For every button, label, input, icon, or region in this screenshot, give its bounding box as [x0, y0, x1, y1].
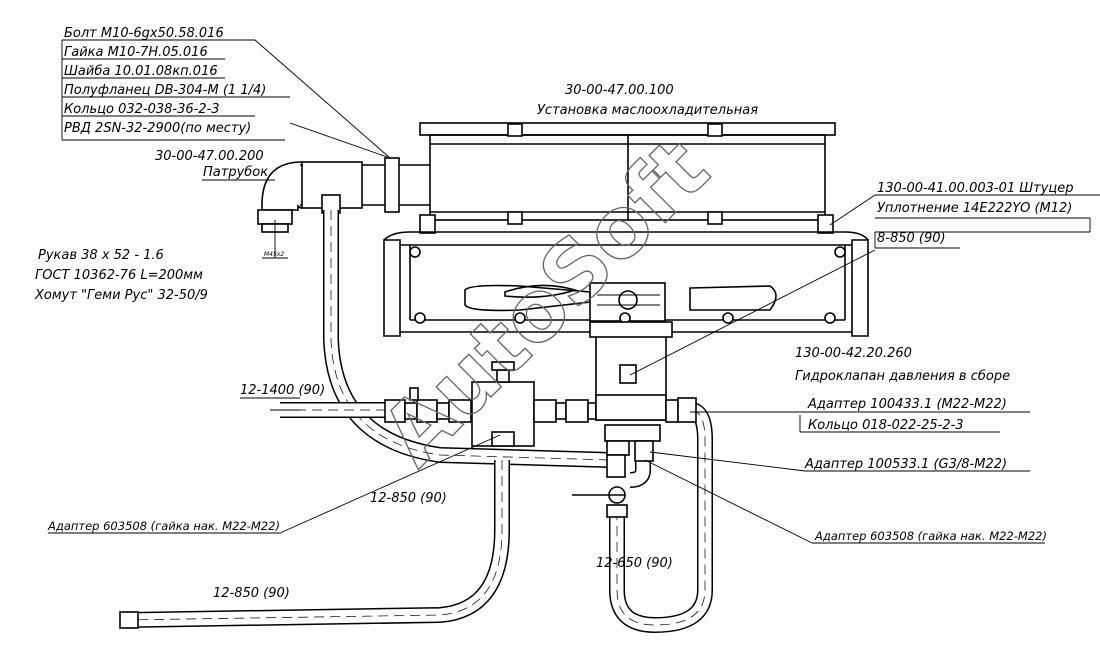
fittings-row [384, 321, 697, 518]
label-adapter-left: Адаптер 603508 (гайка нак. М22-М22) [47, 519, 280, 533]
fitting-stack: 130-00-41.00.003-01 Штуцер Уплотнение 14… [875, 181, 1091, 246]
adapter-item-ring: Кольцо 018-022-25-2-3 [808, 418, 964, 433]
callout-item-bolt: Болт М10-6gх50.58.016 [64, 26, 224, 41]
branch-name: Патрубок [203, 165, 268, 180]
fitting-item-seal: Уплотнение 14Е222YO (М12) [877, 201, 1072, 216]
oil-cooler-unit [383, 122, 869, 337]
label-hose-12-850-a: 12-850 (90) [370, 491, 447, 506]
fitting-item-hose: 8-850 (90) [877, 231, 946, 246]
valve-code: 130-00-42.20.260 [795, 346, 912, 361]
callout-item-half-flange: Полуфланец DB-304-M (1 1/4) [64, 83, 266, 98]
valve-name: Гидроклапан давления в сборе [795, 369, 1010, 384]
hose-spec-line2: ГОСТ 10362-76 L=200мм [35, 268, 203, 283]
hose-labels: 12-1400 (90) 12-850 (90) 12-850 (90) 12-… [47, 383, 1047, 601]
watermark-text: AutoSoft [363, 120, 728, 485]
label-hose-12-850-b: 12-850 (90) [213, 586, 290, 601]
hose-spec-line1: Рукав 38 х 52 - 1.6 [38, 248, 164, 263]
leader-lines [48, 39, 1100, 544]
adapter-item-100433: Адаптер 100433.1 (М22-М22) [807, 397, 1007, 412]
callout-item-hose: РВД 2SN-32-2900(по месту) [64, 121, 251, 136]
adapter-stack: Адаптер 100433.1 (М22-М22) Кольцо 018-02… [807, 397, 1007, 433]
branch-code: 30-00-47.00.200 [155, 149, 264, 164]
hose-spec: Рукав 38 х 52 - 1.6 ГОСТ 10362-76 L=200м… [34, 248, 208, 303]
branch-pipe [257, 157, 430, 259]
hose-spec-line3: Хомут "Геми Рус" 32-50/9 [34, 288, 208, 303]
label-hose-12-1400: 12-1400 (90) [240, 383, 325, 398]
cooler-code: 30-00-47.00.100 [565, 83, 674, 98]
label-adapter-right: Адаптер 603508 (гайка нак. М22-М22) [814, 529, 1047, 543]
callout-item-ring: Кольцо 032-038-36-2-3 [64, 102, 220, 117]
fitting-item-nipple: 130-00-41.00.003-01 Штуцер [877, 181, 1074, 196]
callout-item-washer: Шайба 10.01.08кп.016 [64, 64, 218, 79]
hose-lines [119, 210, 713, 634]
callout-item-nut: Гайка М10-7Н.05.016 [64, 45, 208, 60]
thread-mark: М45х2 [264, 251, 284, 258]
callout-stack-bolts: Болт М10-6gх50.58.016 Гайка М10-7Н.05.01… [62, 26, 290, 141]
label-adapter-100533: Адаптер 100533.1 (G3/8-М22) [804, 457, 1007, 472]
label-hose-12-650: 12-650 (90) [596, 556, 673, 571]
assembly-labels: 30-00-47.00.100 Установка маслоохладител… [155, 83, 1010, 384]
cooler-name: Установка маслоохладительная [537, 103, 758, 118]
